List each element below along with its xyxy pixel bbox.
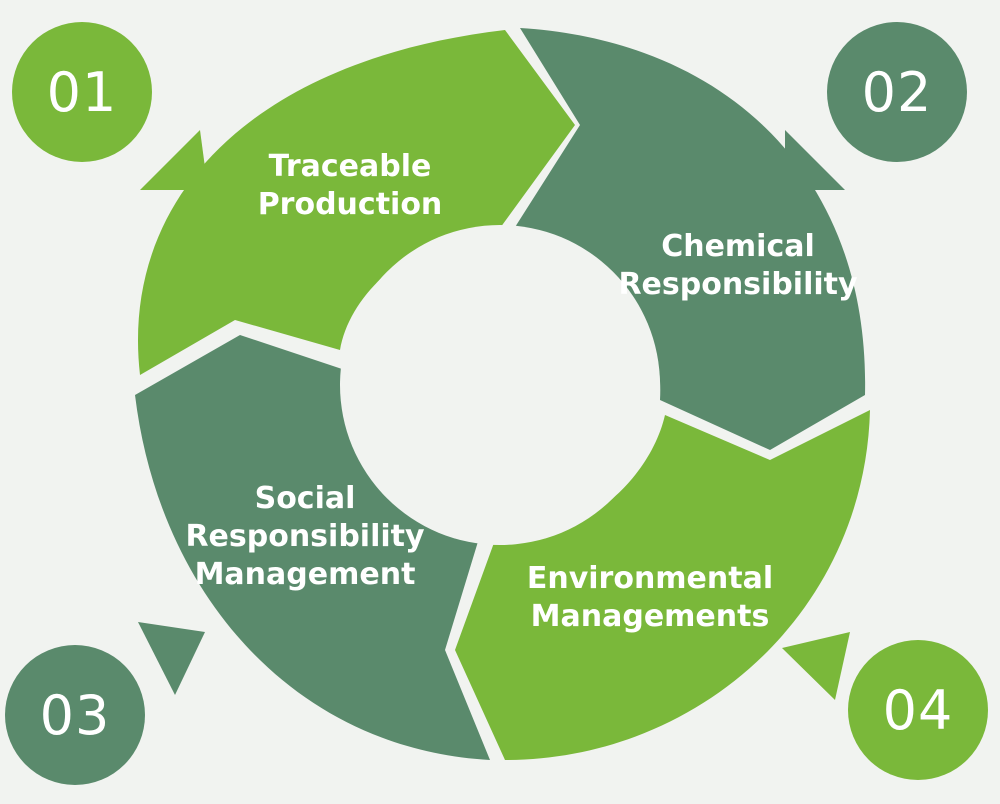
label-line: Traceable	[268, 149, 432, 184]
label-line: Production	[257, 187, 443, 222]
label-line: Environmental	[526, 561, 774, 596]
label-line: Management	[194, 557, 416, 592]
segment-social-responsibility	[135, 335, 490, 760]
label-environmental-managements: Environmental Managements	[520, 560, 780, 636]
label-chemical-responsibility: Chemical Responsibility	[618, 228, 858, 304]
step-number-03: 03	[5, 645, 145, 785]
label-line: Social	[254, 481, 356, 516]
label-line: Chemical	[661, 229, 815, 264]
label-traceable-production: Traceable Production	[245, 148, 455, 224]
pointer-triangle-03	[138, 622, 205, 695]
pointer-triangle-02	[785, 130, 845, 190]
segment-chemical-responsibility	[510, 28, 866, 450]
label-line: Responsibility	[185, 519, 425, 554]
segment-traceable-production	[137, 30, 575, 375]
center-circle	[340, 225, 660, 545]
segment-environmental-managements	[455, 410, 870, 760]
step-number-01: 01	[12, 22, 152, 162]
step-number-02: 02	[827, 22, 967, 162]
pointer-triangle-04	[782, 632, 850, 700]
label-line: Managements	[530, 599, 770, 634]
label-social-responsibility-management: Social Responsibility Management	[185, 480, 425, 594]
pointer-triangle-01	[140, 130, 208, 190]
label-line: Responsibility	[618, 267, 858, 302]
step-number-04: 04	[848, 640, 988, 780]
